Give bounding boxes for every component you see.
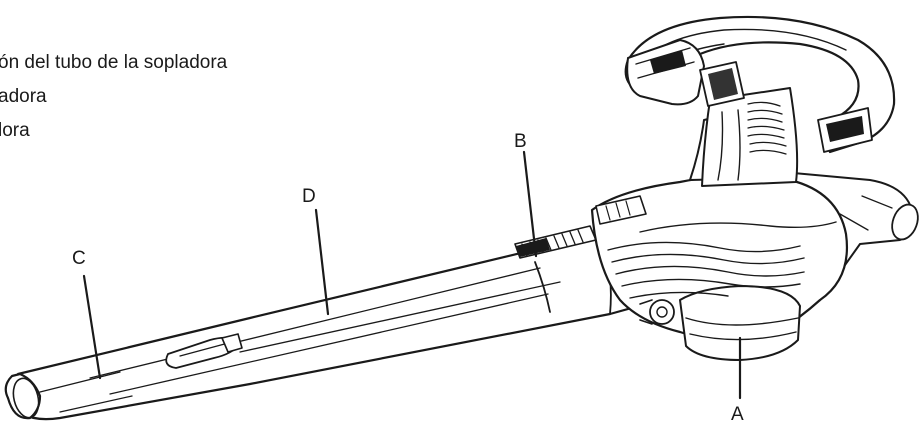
legend-line-1: ón del tubo de la sopladora bbox=[0, 52, 228, 73]
callout-label-d: D bbox=[302, 186, 316, 207]
callout-label-a: A bbox=[731, 404, 744, 425]
callout-label-b: B bbox=[514, 131, 527, 152]
legend-line-2: adora bbox=[0, 86, 47, 107]
callout-leaders bbox=[82, 150, 742, 400]
blower-body bbox=[590, 169, 919, 361]
callout-label-c: C bbox=[72, 248, 86, 269]
blower-tube bbox=[4, 225, 662, 421]
legend-line-3: lora bbox=[0, 120, 30, 141]
motor-vents bbox=[747, 101, 787, 155]
blower-handle bbox=[624, 15, 896, 187]
parts-legend: ón del tubo de la sopladora adora lora bbox=[0, 46, 227, 148]
